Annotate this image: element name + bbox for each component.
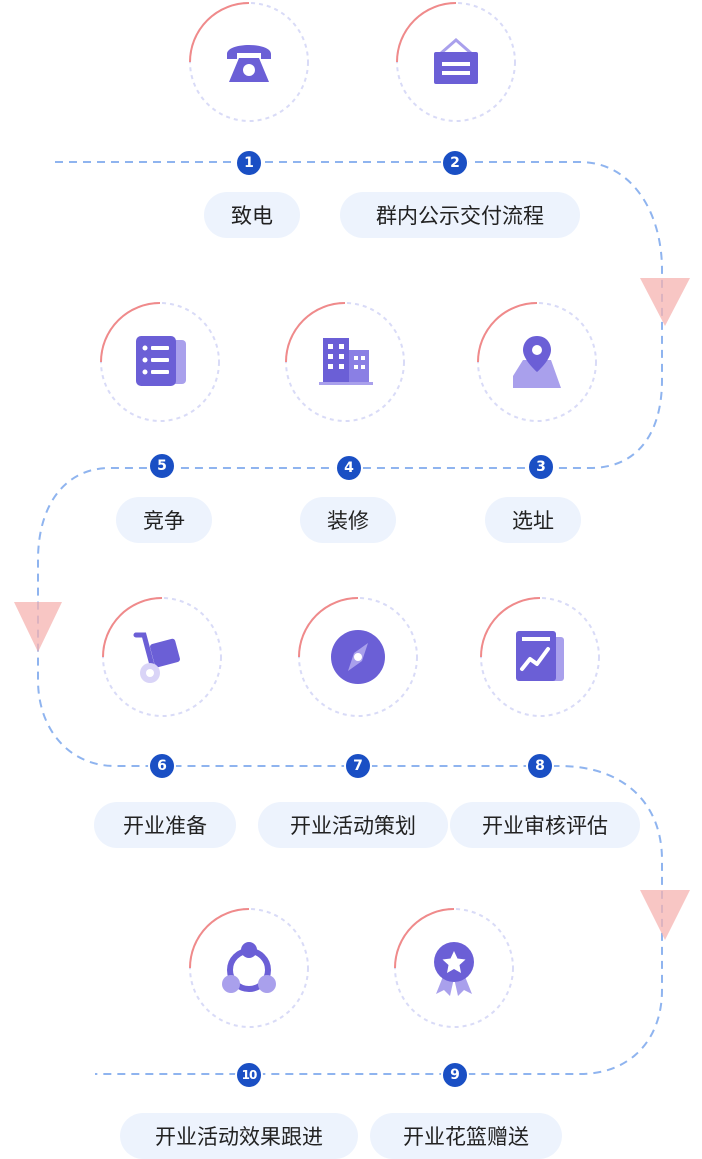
step-ring <box>285 302 405 422</box>
step-ring <box>396 2 516 122</box>
step-ring <box>477 302 597 422</box>
step-label[interactable]: 开业活动策划 <box>258 802 448 848</box>
compass-icon <box>331 630 385 684</box>
step-number-badge: 8 <box>526 752 554 780</box>
step-label[interactable]: 开业审核评估 <box>450 802 640 848</box>
step-ring <box>189 2 309 122</box>
direction-arrows <box>14 278 690 940</box>
chart-report-icon <box>516 631 564 681</box>
step-number-badge: 7 <box>344 752 372 780</box>
step-number-badge: 3 <box>527 453 555 481</box>
step-ring <box>189 908 309 1028</box>
step-number-badge: 1 <box>235 149 263 177</box>
arrow-down-icon <box>640 890 690 940</box>
arrow-down-icon <box>640 278 690 326</box>
arrow-down-icon <box>14 602 62 652</box>
step-ring <box>480 597 600 717</box>
step-ring <box>102 597 222 717</box>
step-number-badge: 6 <box>148 752 176 780</box>
step-label[interactable]: 致电 <box>204 192 300 238</box>
buildings-icon <box>319 338 373 385</box>
notice-board-icon <box>434 38 478 84</box>
share-nodes-icon <box>222 942 276 993</box>
step-label[interactable]: 装修 <box>300 497 396 543</box>
step-number-badge: 5 <box>148 452 176 480</box>
step-ring <box>394 908 514 1028</box>
hand-truck-icon <box>133 632 180 683</box>
step-label[interactable]: 选址 <box>485 497 581 543</box>
step-label[interactable]: 竞争 <box>116 497 212 543</box>
telephone-icon <box>227 45 271 82</box>
step-number-badge: 10 <box>235 1061 263 1089</box>
map-location-icon <box>513 336 561 388</box>
step-label[interactable]: 开业准备 <box>94 802 236 848</box>
step-ring <box>100 302 220 422</box>
step-label[interactable]: 群内公示交付流程 <box>340 192 580 238</box>
step-number-badge: 2 <box>441 149 469 177</box>
step-number-badge: 9 <box>441 1061 469 1089</box>
step-number-badge: 4 <box>335 454 363 482</box>
step-label[interactable]: 开业活动效果跟进 <box>120 1113 358 1159</box>
step-ring <box>298 597 418 717</box>
list-document-icon <box>136 336 186 386</box>
award-badge-icon <box>434 942 474 996</box>
step-label[interactable]: 开业花篮赠送 <box>370 1113 562 1159</box>
